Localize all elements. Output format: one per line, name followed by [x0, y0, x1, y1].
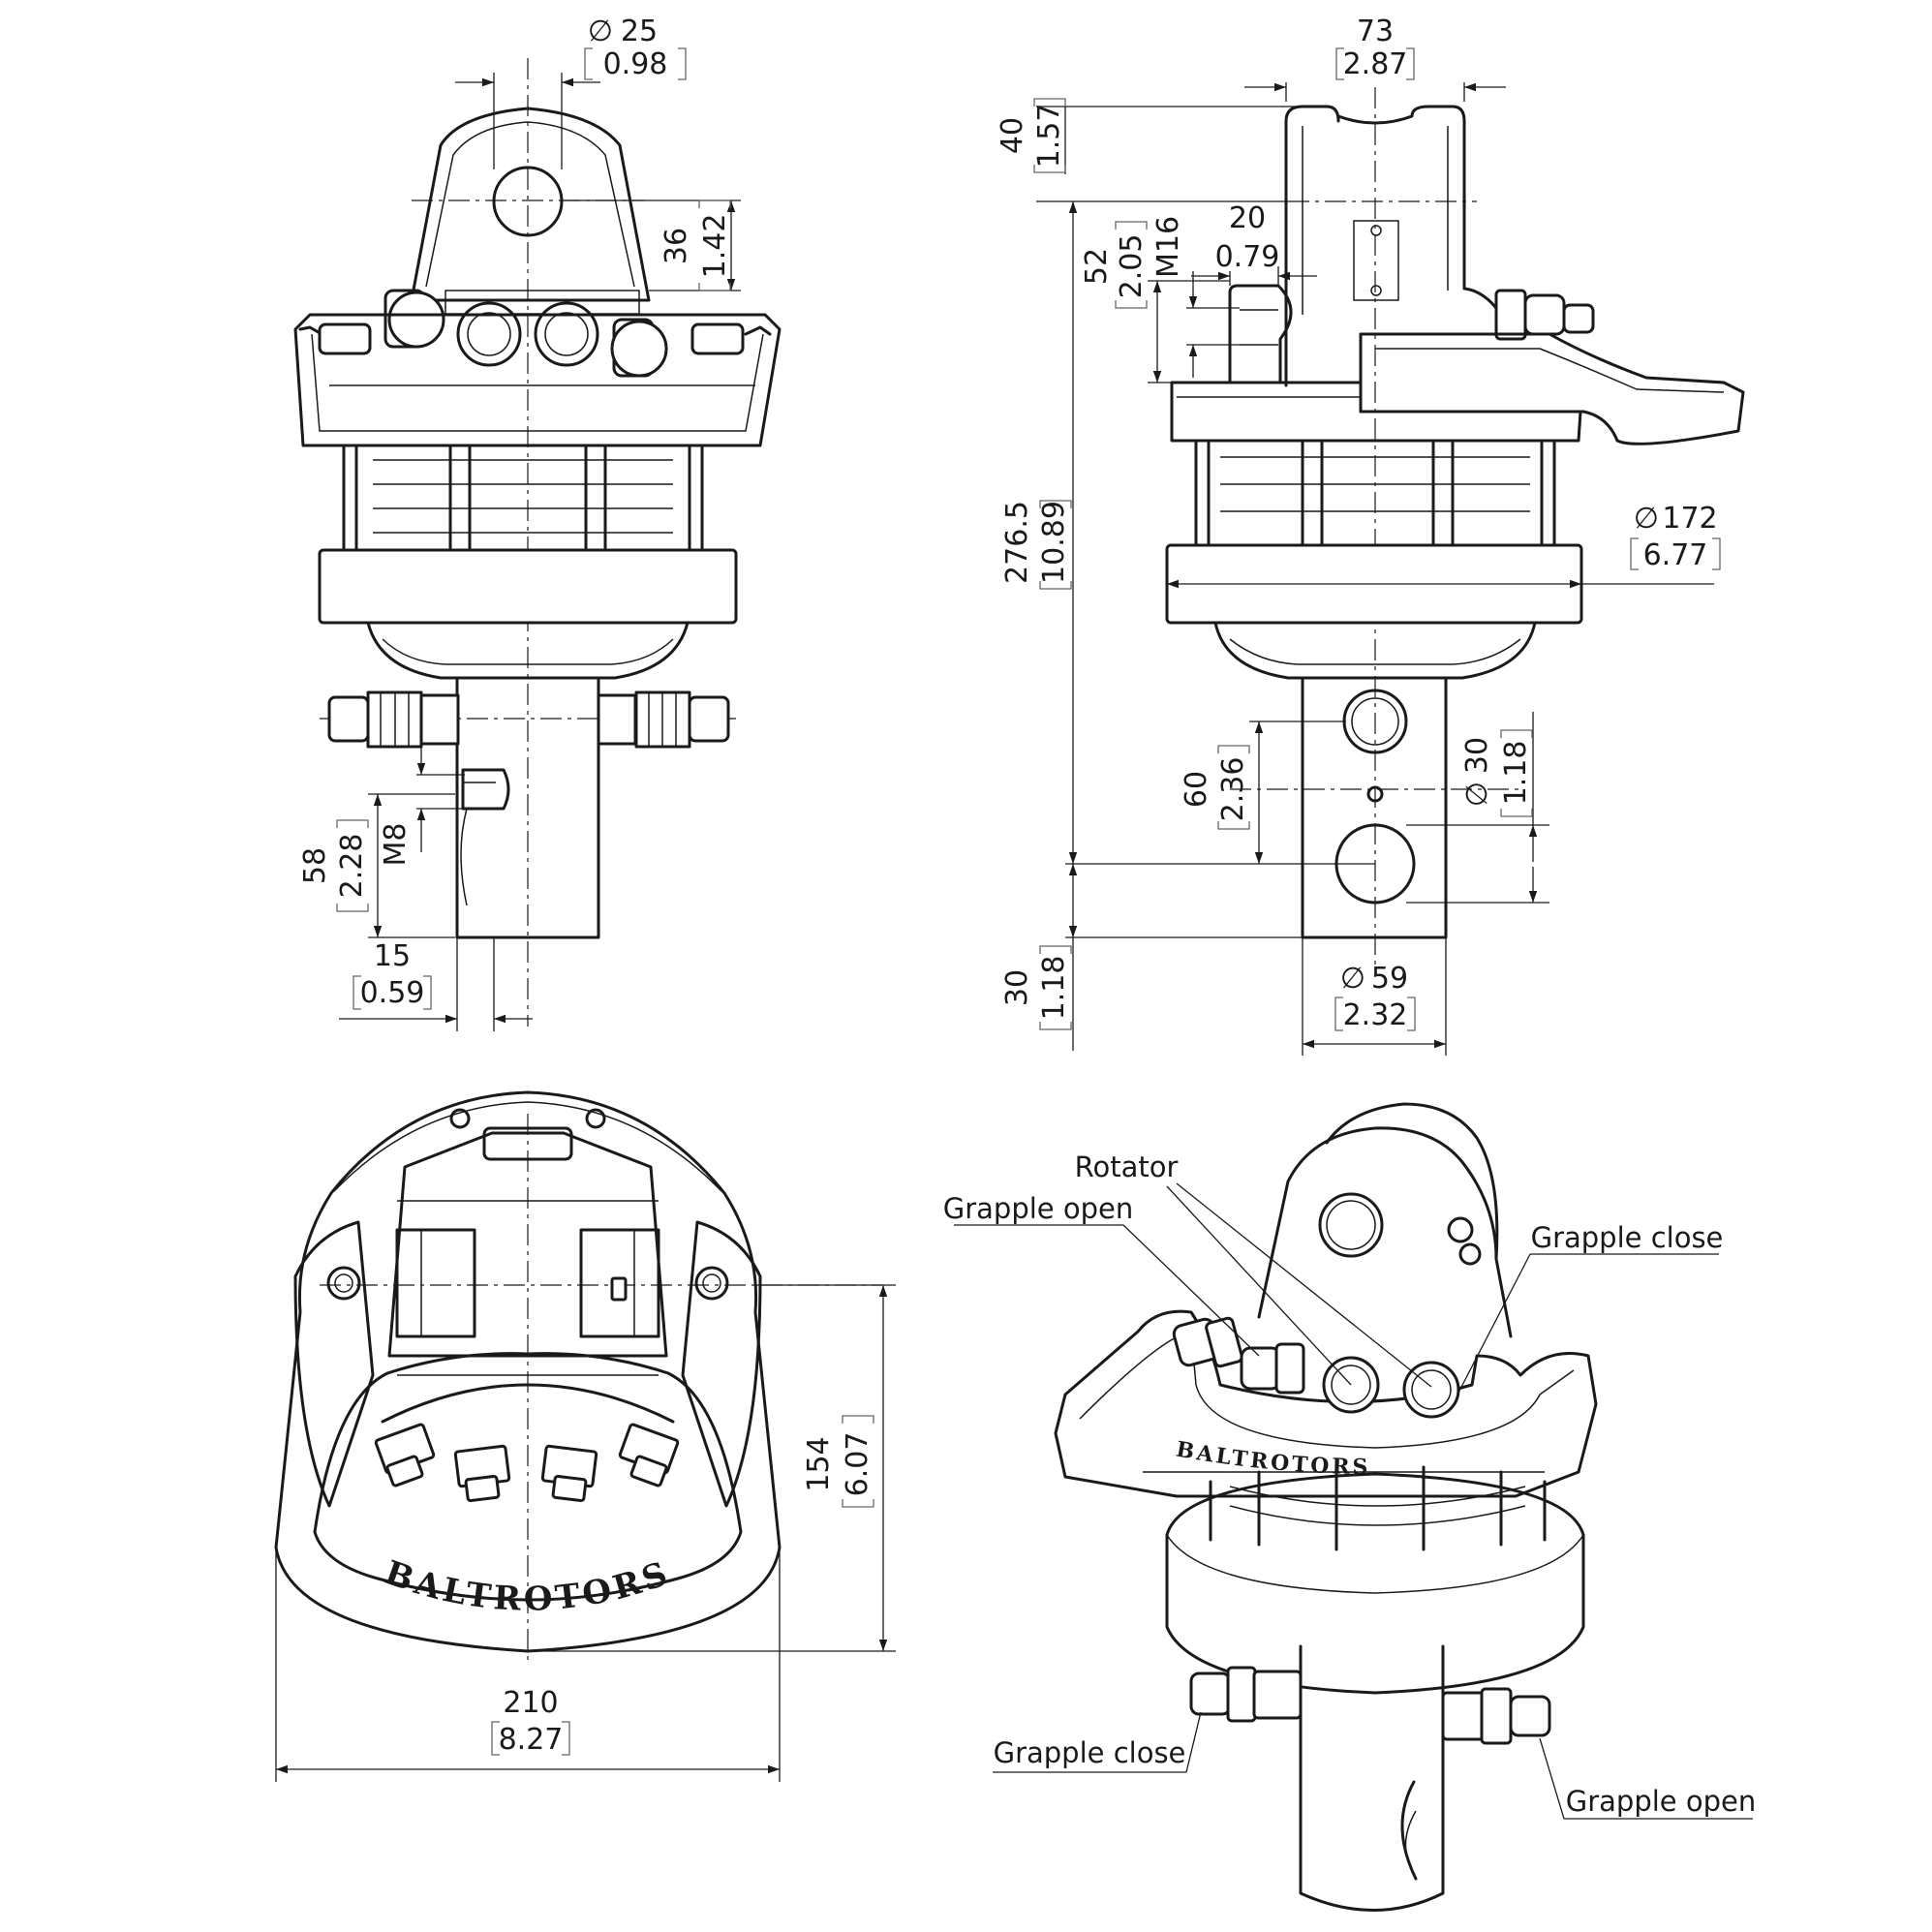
side-body-dia-mm: 172 [1662, 502, 1717, 536]
front-shaft-hole-in: 2.28 [335, 834, 369, 899]
side-bottom-mm: 30 [1000, 969, 1034, 1006]
side-top-mm: 40 [996, 117, 1029, 154]
callout-grapple-close-bottom: Grapple close [994, 1736, 1186, 1769]
side-width-mm: 73 [1357, 15, 1394, 48]
side-port-height-in: 2.05 [1115, 234, 1149, 299]
front-shaft-hole-mm: 58 [298, 847, 332, 884]
top-width-in: 8.27 [499, 1723, 564, 1757]
callout-grapple-close-top: Grapple close [1531, 1221, 1724, 1254]
front-thread-label: M8 [379, 823, 413, 867]
side-port-offset-mm: 20 [1229, 201, 1266, 235]
front-offset-mm: 15 [374, 939, 411, 973]
side-thread-label: M16 [1151, 216, 1185, 278]
iso-brand-engraving: BALTROTORS [1174, 1437, 1370, 1480]
front-offset-in: 0.59 [360, 976, 425, 1010]
callout-grapple-open-top: Grapple open [943, 1192, 1133, 1225]
side-bottom-in: 1.18 [1037, 956, 1071, 1021]
callout-grapple-open-bottom: Grapple open [1566, 1785, 1756, 1818]
side-shaft-dia-in: 2.32 [1343, 998, 1408, 1032]
side-port-height-mm: 52 [1080, 248, 1114, 285]
side-body-dia-symbol: ∅ [1634, 502, 1659, 536]
isometric-view: BALTROTORS Rotator Grapple open Grapple … [943, 1102, 1756, 1912]
top-depth-in: 6.07 [841, 1432, 874, 1497]
top-depth-mm: 154 [802, 1436, 836, 1491]
front-pin-dia-mm: 25 [621, 15, 658, 48]
top-width-mm: 210 [503, 1686, 558, 1720]
front-pin-dia-in: 0.98 [603, 47, 668, 81]
side-hole-dia-mm: 30 [1460, 737, 1494, 774]
side-hole-pos-mm: 60 [1180, 771, 1213, 808]
side-hole-dia-symbol: ∅ [1460, 782, 1494, 807]
front-pin-dia-symbol: ∅ [588, 15, 613, 48]
side-total-mm: 276.5 [1000, 501, 1034, 584]
side-shaft-dia-mm: 59 [1371, 962, 1408, 996]
side-body-dia-in: 6.77 [1643, 538, 1708, 572]
side-port-offset-in: 0.79 [1215, 240, 1280, 274]
side-width-in: 2.87 [1343, 47, 1408, 81]
top-view: BALTROTORS 154 6.07 210 8.27 [274, 1090, 896, 1782]
front-view: ∅ 25 0.98 36 1.42 58 2.28 M8 15 0.59 [293, 15, 782, 1031]
front-pin-height-in: 1.42 [698, 214, 732, 279]
side-top-in: 1.57 [1032, 104, 1066, 169]
front-pin-height-mm: 36 [659, 228, 693, 264]
side-view: 73 2.87 40 1.57 276.5 10.89 30 1.18 52 2… [996, 15, 1745, 1056]
callout-rotator: Rotator [1075, 1150, 1179, 1183]
side-hole-dia-in: 1.18 [1499, 741, 1533, 806]
side-hole-pos-in: 2.36 [1216, 757, 1250, 822]
side-shaft-dia-symbol: ∅ [1340, 962, 1365, 996]
side-total-in: 10.89 [1037, 501, 1071, 584]
